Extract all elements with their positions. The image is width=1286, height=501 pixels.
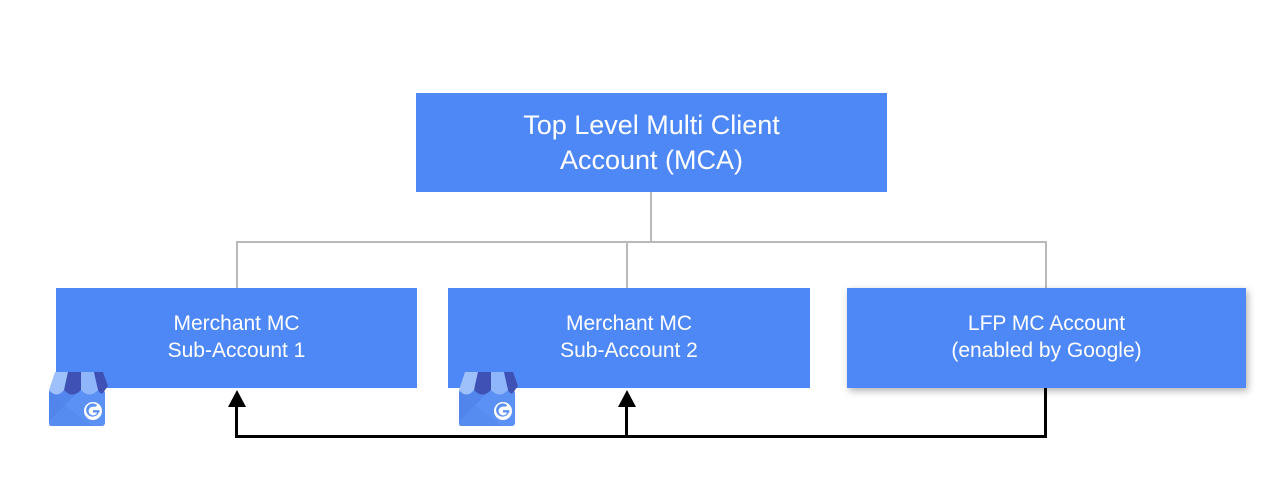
node-merchant-sub-account-2[interactable]: Merchant MC Sub-Account 2	[448, 288, 810, 388]
feedback-riser-lfp	[1044, 388, 1047, 438]
feedback-riser-sub2	[625, 404, 628, 438]
node-top-level-mca-label: Top Level Multi Client Account (MCA)	[523, 109, 780, 175]
node-top-level-mca[interactable]: Top Level Multi Client Account (MCA)	[416, 93, 887, 192]
feedback-arrowhead-sub2	[618, 390, 636, 407]
feedback-arrowhead-sub1	[228, 390, 246, 407]
feedback-horizontal-line	[236, 435, 1047, 438]
connector-branch-sub2	[626, 241, 628, 289]
node-merchant-sub-account-2-label: Merchant MC Sub-Account 2	[560, 312, 698, 362]
connector-top-to-bus	[650, 192, 652, 243]
google-my-business-icon	[40, 366, 114, 428]
connector-branch-lfp	[1045, 241, 1047, 289]
google-my-business-icon	[450, 366, 524, 428]
feedback-riser-sub1	[235, 404, 238, 438]
connector-horizontal-bus	[236, 241, 1047, 243]
node-merchant-sub-account-1-label: Merchant MC Sub-Account 1	[167, 312, 306, 362]
connector-branch-sub1	[236, 241, 238, 289]
node-merchant-sub-account-1[interactable]: Merchant MC Sub-Account 1	[56, 288, 417, 388]
node-lfp-mc-account-label: LFP MC Account (enabled by Google)	[951, 312, 1142, 362]
node-lfp-mc-account[interactable]: LFP MC Account (enabled by Google)	[847, 288, 1246, 388]
